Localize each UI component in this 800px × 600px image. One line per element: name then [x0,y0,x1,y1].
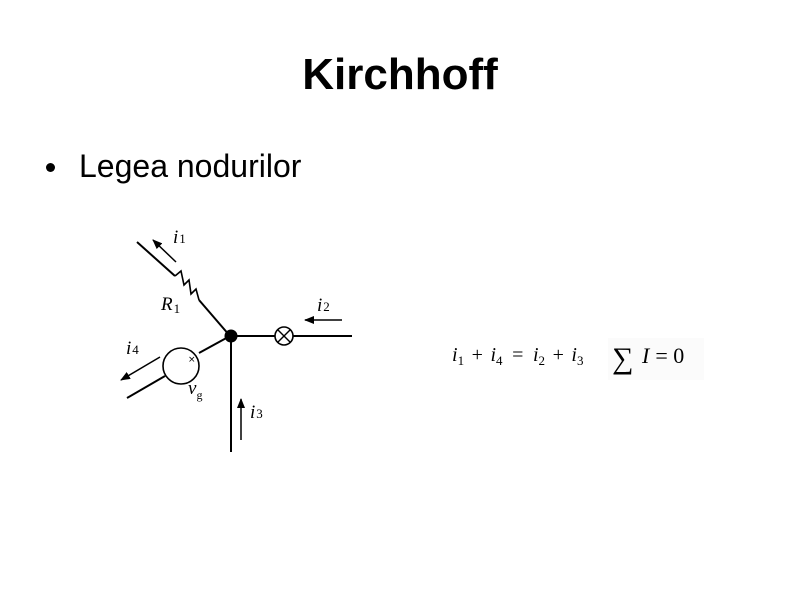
resistor-r1-zigzag [174,269,200,301]
voltage-source-icon: × [162,347,200,385]
slide-title: Kirchhoff [302,50,498,99]
label-i2: i2 [317,295,330,316]
label-i1: i1 [173,227,186,248]
lamp-icon [274,326,294,346]
current-arrow-i1 [152,239,177,263]
wire-branch-4-inner [198,335,231,354]
label-i3: i3 [250,402,263,423]
bullet-item: Legea nodurilor [46,148,301,185]
label-r1: R1 [160,294,180,316]
wire-branch-1-outer [136,241,176,277]
bullet-text: Legea nodurilor [79,148,302,184]
junction-node [224,329,238,343]
equation-node-currents: i1 + i4 = i2 + i3 [452,344,583,370]
label-vg: vg [188,378,202,402]
wire-branch-4-outer [126,375,166,399]
bullet-dot-icon [46,163,55,172]
sum-rule-background [608,338,704,380]
label-i4: i4 [126,338,139,359]
svg-text:×: × [188,355,196,365]
wire-branch-1-inner [198,299,231,337]
current-arrow-i4 [120,356,161,381]
sum-sigma-icon: ∑ [612,342,633,375]
sum-rule-expression: I= 0 [641,343,684,368]
